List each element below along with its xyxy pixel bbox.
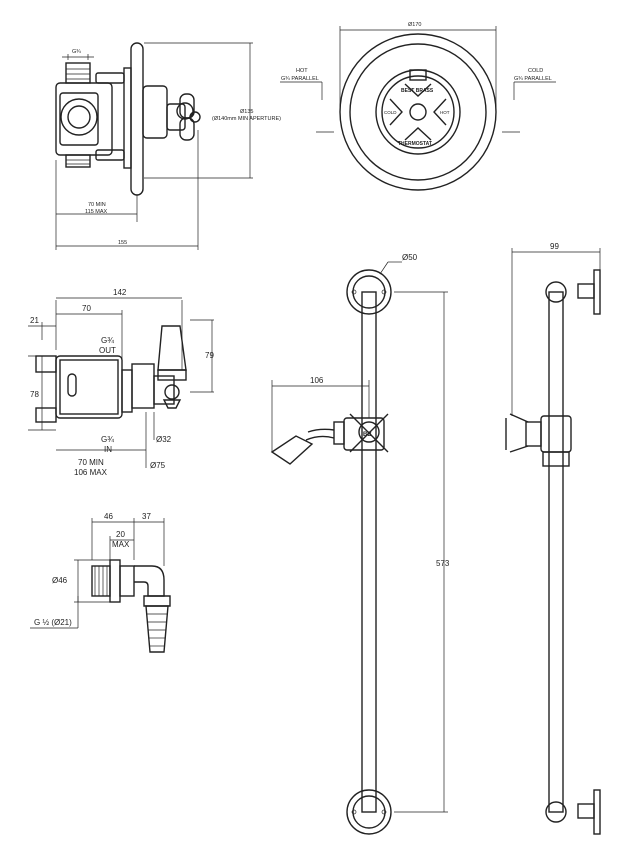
dial-top-text: BEST BRASS (401, 88, 434, 94)
cold-thread: G¾ PARALLEL (514, 76, 552, 82)
valve-side-diameter: Ø135 (240, 109, 253, 115)
outlet-dia46: Ø46 (52, 576, 68, 585)
valve-lever-view: 142 70 21 G¾ OUT 79 78 G¾ IN Ø32 70 MIN … (28, 288, 214, 477)
rail-logo: BB (363, 432, 372, 438)
lever-out-thread: G¾ (101, 336, 114, 345)
lever-in-label: IN (104, 445, 112, 454)
outlet-37: 37 (142, 512, 151, 521)
side-99: 99 (550, 242, 559, 251)
lever-21: 21 (30, 316, 39, 325)
lever-depth-min: 70 MIN (78, 458, 104, 467)
lever-70: 70 (82, 304, 91, 313)
lever-overall: 142 (113, 288, 127, 297)
lever-in-thread: G¾ (101, 435, 114, 444)
lever-depth-max: 106 MAX (74, 468, 108, 477)
dial-bottom-text: THERMOSTAT (398, 141, 432, 147)
rail-front-view: BB 573 106 Ø50 (270, 253, 450, 835)
rail-50: Ø50 (402, 253, 418, 262)
valve-side-depth-min: 70 MIN (88, 202, 106, 208)
valve-side-view: G¾ Ø135 (Ø140mm MIN APERTURE) 70 MIN 115… (55, 42, 281, 250)
rail-106: 106 (310, 376, 324, 385)
lever-79: 79 (205, 351, 214, 360)
valve-front-view: BEST BRASS THERMOSTAT COLD HOT Ø170 HOT … (280, 22, 556, 191)
cold-label: COLD (528, 68, 543, 74)
dial-left-text: COLD (384, 110, 397, 115)
lever-75: Ø75 (150, 461, 166, 470)
front-diameter: Ø170 (408, 22, 421, 28)
hot-thread: G¾ PARALLEL (281, 76, 319, 82)
rail-573: 573 (436, 559, 450, 568)
lever-32: Ø32 (156, 435, 172, 444)
outlet-max: MAX (112, 540, 130, 549)
lever-out-label: OUT (99, 346, 116, 355)
outlet-elbow-view: 46 37 20 MAX Ø46 G ½ (Ø21) (30, 512, 171, 653)
valve-side-overall: 155 (118, 240, 127, 246)
outlet-thread: G ½ (Ø21) (34, 618, 72, 627)
hot-label: HOT (296, 68, 308, 74)
dial-right-text: HOT (440, 110, 450, 115)
rail-side-view: 99 (505, 242, 601, 835)
outlet-20: 20 (116, 530, 125, 539)
valve-side-g-label: G¾ (72, 49, 81, 55)
valve-side-depth-max: 115 MAX (85, 209, 108, 215)
outlet-46: 46 (104, 512, 113, 521)
lever-78: 78 (30, 390, 39, 399)
valve-side-aperture: (Ø140mm MIN APERTURE) (212, 116, 281, 122)
